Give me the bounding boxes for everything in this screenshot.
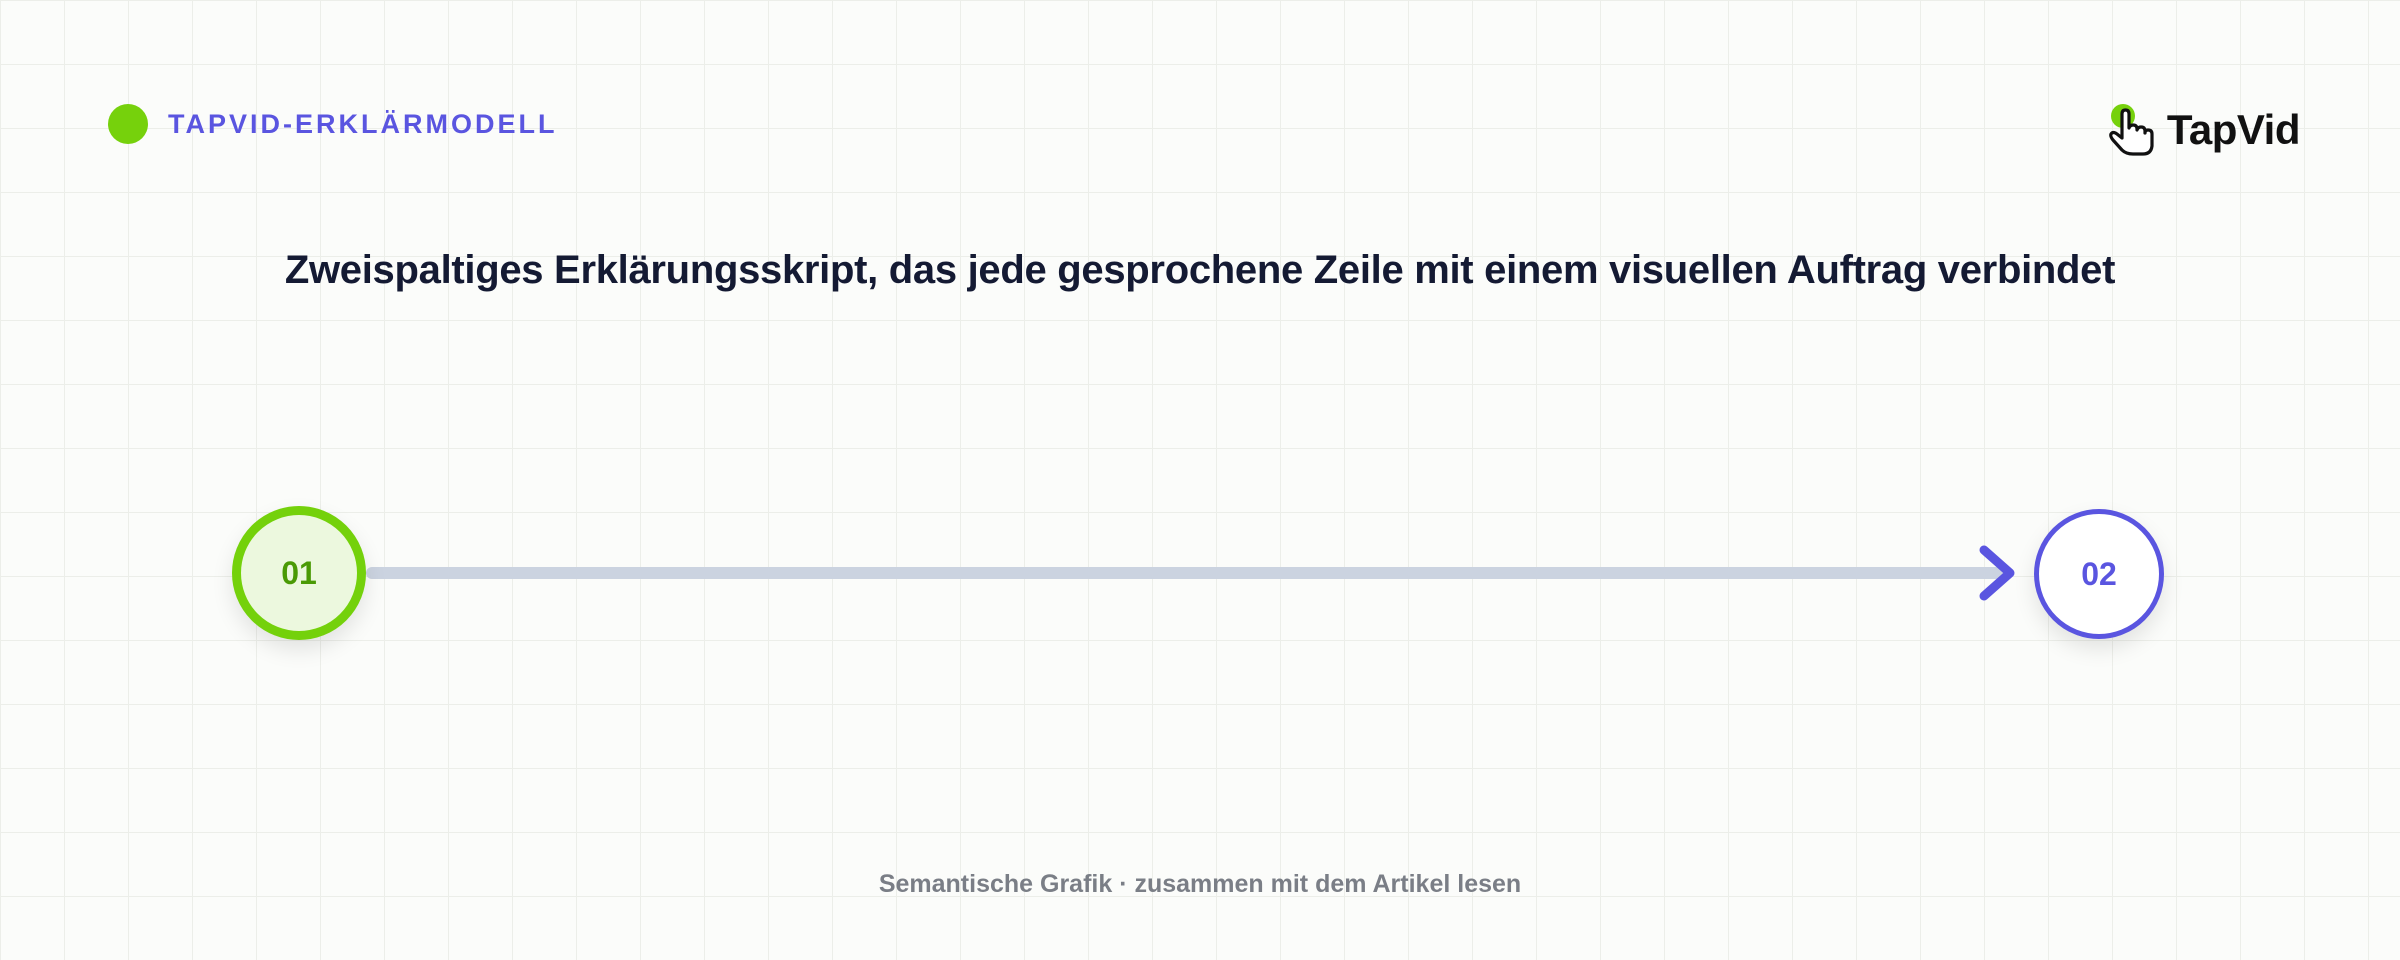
footer-caption: Semantische Grafik · zusammen mit dem Ar… bbox=[878, 870, 1522, 898]
step-label: 02 bbox=[2081, 555, 2117, 592]
brand-header: TAPVID-ERKLÄRMODELL bbox=[108, 104, 557, 144]
logo-text: TapVid bbox=[2166, 106, 2301, 153]
hand-pointer-icon bbox=[2105, 100, 2165, 160]
brand-label: TAPVID-ERKLÄRMODELL bbox=[168, 108, 558, 139]
step-node-01: 01 bbox=[232, 506, 366, 640]
diagram-title: Zweispaltiges Erklärungsskript, das jede… bbox=[284, 248, 2116, 292]
step-label: 01 bbox=[281, 554, 317, 591]
step-node-02: 02 bbox=[2034, 509, 2164, 639]
brand-dot-icon bbox=[108, 104, 148, 144]
arrow-head-icon bbox=[1979, 545, 2015, 601]
tapvid-logo: TapVid bbox=[2105, 100, 2301, 160]
